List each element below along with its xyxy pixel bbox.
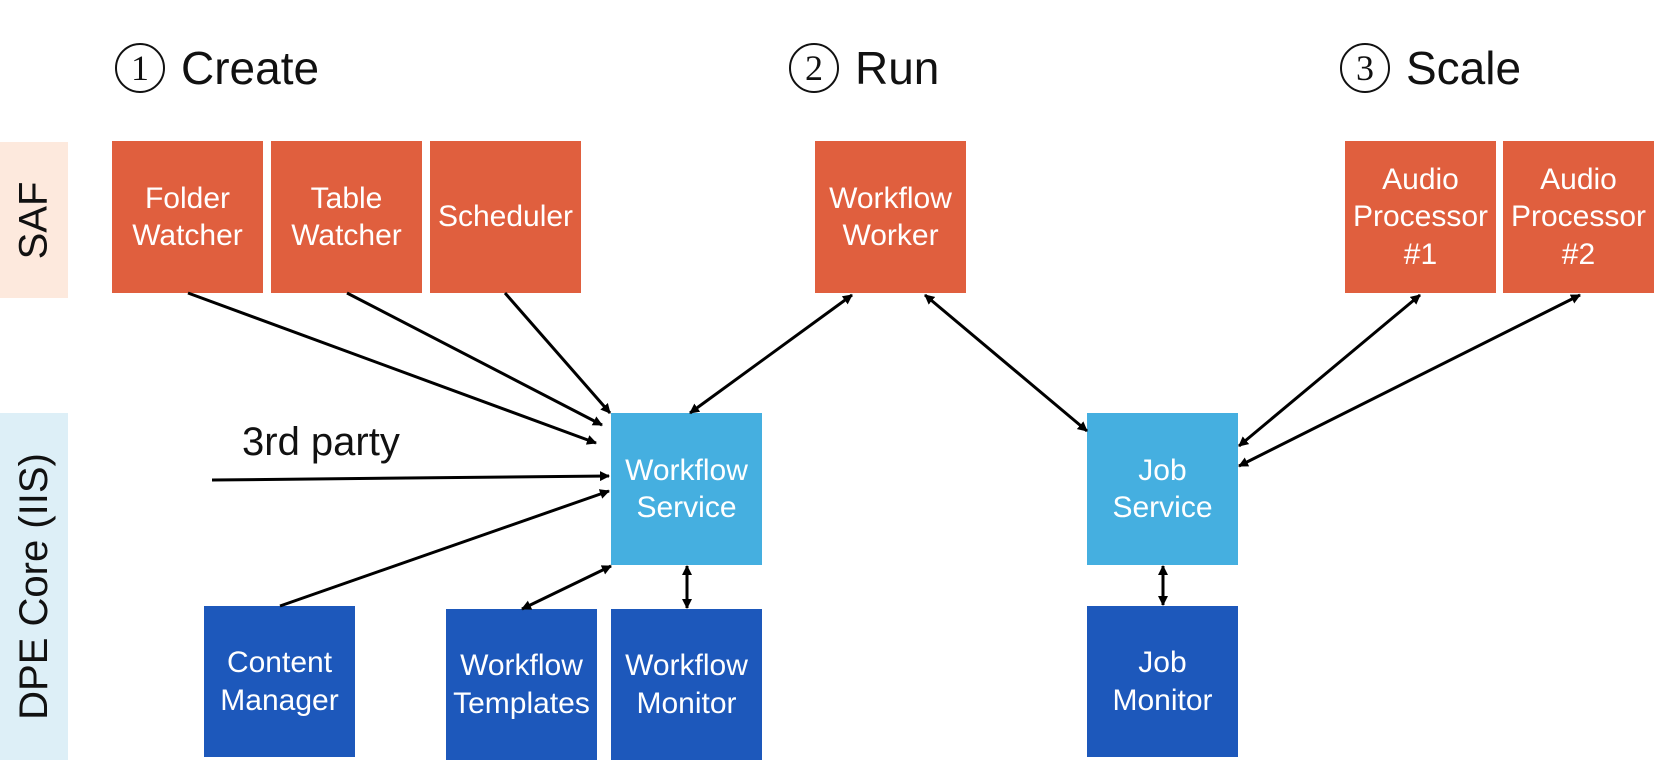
arrow-table-watcher-to-workflow-service	[346, 291, 603, 427]
phase-run-number: 2	[789, 43, 839, 93]
arrow-scheduler-to-workflow-service	[503, 292, 612, 414]
workflow-monitor-box: Workflow Monitor	[611, 609, 762, 760]
core-band: DPE Core (IIS)	[0, 413, 68, 760]
arrow-workflow-worker-job-service	[924, 293, 1088, 433]
job-service-box: Job Service	[1087, 413, 1238, 565]
arrow-workflow-templates-workflow-service	[521, 564, 612, 611]
arrow-workflow-service-workflow-worker	[689, 293, 853, 415]
scheduler-box: Scheduler	[430, 141, 581, 293]
phase-scale: 3 Scale	[1340, 41, 1521, 95]
phase-scale-number: 3	[1340, 43, 1390, 93]
phase-run: 2 Run	[789, 41, 939, 95]
arrow-content-manager-to-workflow-service	[279, 489, 610, 608]
arrow-job-service-audio-processor-2	[1238, 293, 1581, 468]
phase-create-title: Create	[181, 42, 320, 94]
workflow-service-box: Workflow Service	[611, 413, 762, 565]
arrow-job-service-audio-processor-1	[1238, 293, 1421, 448]
phase-create-number: 1	[115, 43, 165, 93]
folder-watcher-box: Folder Watcher	[112, 141, 263, 293]
audio-processor-2-box: Audio Processor #2	[1503, 141, 1654, 293]
phase-run-title: Run	[855, 42, 940, 94]
table-watcher-box: Table Watcher	[271, 141, 422, 293]
saf-band: SAF	[0, 142, 68, 298]
arrow-third-party-to-workflow-service	[211, 471, 610, 482]
content-manager-box: Content Manager	[204, 606, 355, 757]
phase-scale-title: Scale	[1406, 42, 1522, 94]
workflow-templates-box: Workflow Templates	[446, 609, 597, 760]
third-party-label: 3rd party	[242, 420, 400, 464]
phase-create: 1 Create	[115, 41, 319, 95]
arrow-folder-watcher-to-workflow-service	[187, 291, 597, 445]
job-monitor-box: Job Monitor	[1087, 606, 1238, 757]
audio-processor-1-box: Audio Processor #1	[1345, 141, 1496, 293]
workflow-worker-box: Workflow Worker	[815, 141, 966, 293]
